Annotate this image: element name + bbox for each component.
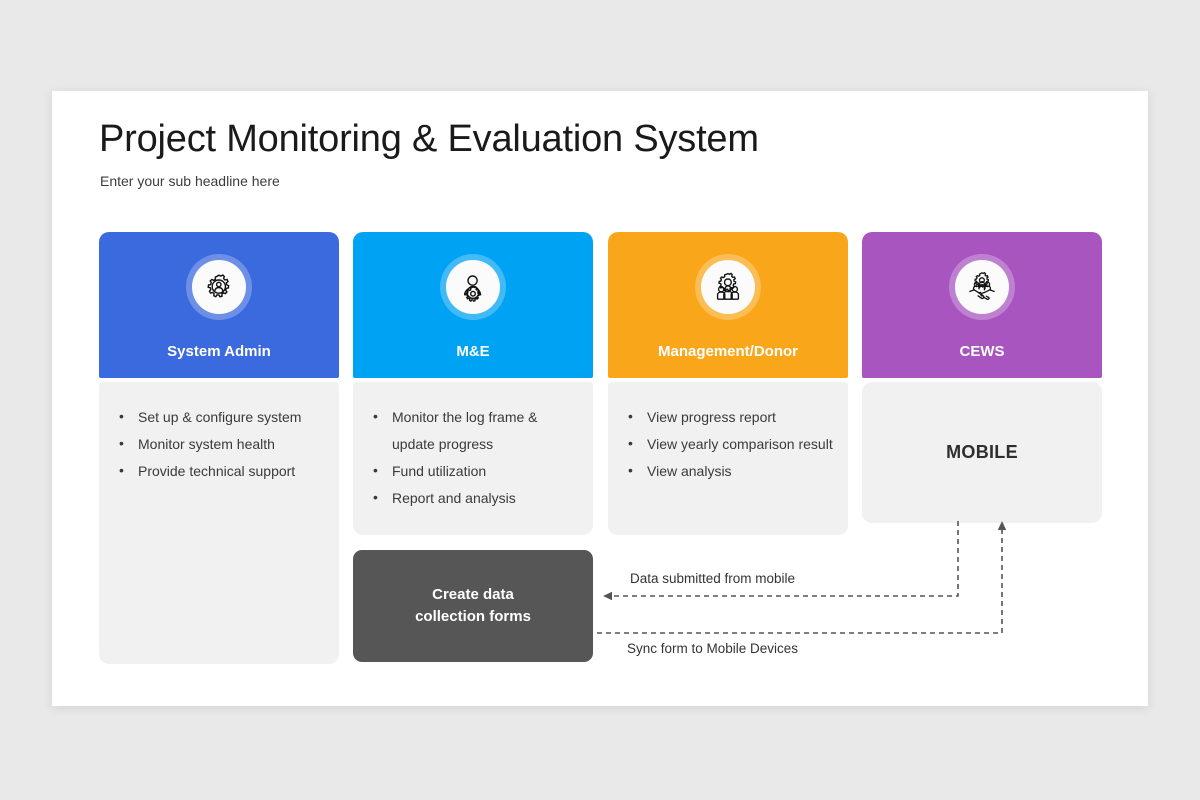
bullet-list-mne: Monitor the log frame & update progress … xyxy=(371,403,579,512)
gear-person-icon xyxy=(192,260,246,314)
card-header-system-admin[interactable]: System Admin xyxy=(99,232,339,378)
list-item: Set up & configure system xyxy=(117,403,325,431)
person-gear-icon xyxy=(446,260,500,314)
icon-ring xyxy=(695,254,761,320)
mobile-panel-label: MOBILE xyxy=(946,442,1018,462)
icon-ring xyxy=(186,254,252,320)
bullet-list-system-admin: Set up & configure system Monitor system… xyxy=(117,403,325,485)
handshake-people-icon xyxy=(955,260,1009,314)
page-title: Project Monitoring & Evaluation System xyxy=(99,118,759,160)
card-body-mne: Monitor the log frame & update progress … xyxy=(353,382,593,535)
list-item: Fund utilization xyxy=(371,457,579,485)
people-gear-icon xyxy=(701,260,755,314)
card-header-cews[interactable]: CEWS xyxy=(862,232,1102,378)
list-item: View analysis xyxy=(626,457,834,485)
page-subtitle: Enter your sub headline here xyxy=(100,173,280,189)
mobile-panel: MOBILE xyxy=(862,382,1102,523)
icon-ring xyxy=(949,254,1015,320)
column-management-donor: Management/Donor View progress report Vi… xyxy=(608,232,848,535)
slide-canvas: Project Monitoring & Evaluation System E… xyxy=(52,91,1148,706)
connector-label-sync-form: Sync form to Mobile Devices xyxy=(627,641,799,656)
list-item: Provide technical support xyxy=(117,457,325,485)
list-item: Report and analysis xyxy=(371,484,579,512)
icon-ring xyxy=(440,254,506,320)
card-title-mne: M&E xyxy=(456,343,490,360)
list-item: View yearly comparison result xyxy=(626,430,834,458)
card-body-management-donor: View progress report View yearly compari… xyxy=(608,382,848,535)
card-title-cews: CEWS xyxy=(959,343,1005,360)
column-system-admin: System Admin Set up & configure system M… xyxy=(99,232,339,664)
card-body-system-admin: Set up & configure system Monitor system… xyxy=(99,382,339,664)
card-header-mne[interactable]: M&E xyxy=(353,232,593,378)
card-header-management-donor[interactable]: Management/Donor xyxy=(608,232,848,378)
list-item: View progress report xyxy=(626,403,834,431)
create-data-collection-forms-box[interactable]: Create data collection forms xyxy=(353,550,593,662)
column-mne: M&E Monitor the log frame & update progr… xyxy=(353,232,593,535)
process-box-line-2: collection forms xyxy=(415,608,531,625)
list-item: Monitor system health xyxy=(117,430,325,458)
column-cews: CEWS MOBILE xyxy=(862,232,1102,523)
process-box-line-1: Create data xyxy=(432,586,514,603)
connector-label-data-submitted: Data submitted from mobile xyxy=(630,571,796,586)
bullet-list-management-donor: View progress report View yearly compari… xyxy=(626,403,834,485)
card-title-system-admin: System Admin xyxy=(167,343,271,360)
process-box-label: Create data collection forms xyxy=(415,584,531,628)
list-item: Monitor the log frame & update progress xyxy=(371,403,579,458)
card-title-management-donor: Management/Donor xyxy=(657,343,798,360)
